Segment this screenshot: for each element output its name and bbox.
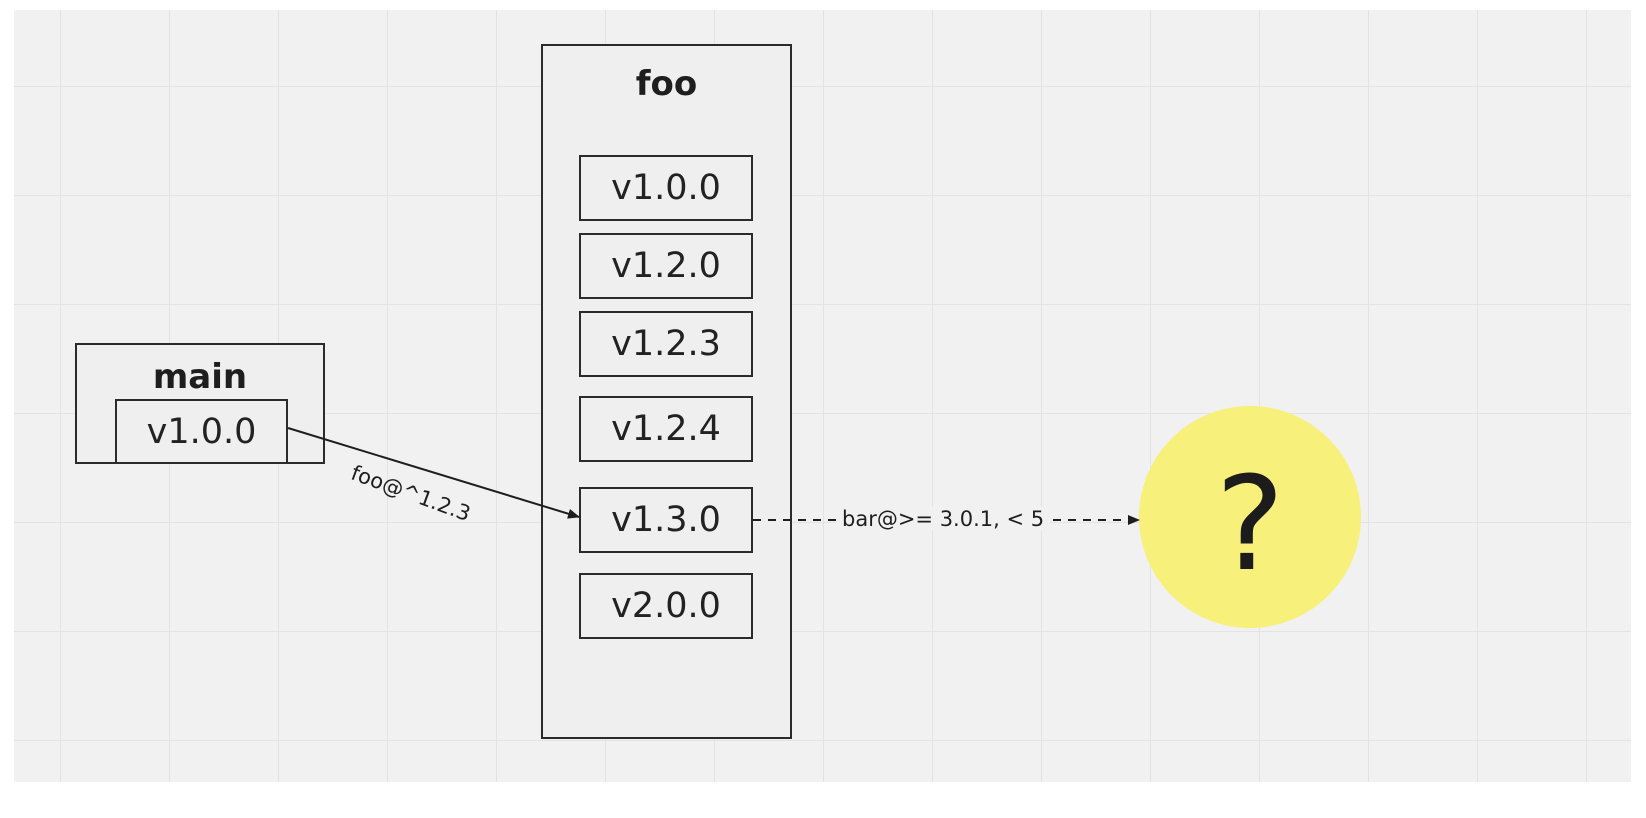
- foo-version-box[interactable]: v2.0.0: [579, 573, 753, 639]
- foo-version-box[interactable]: v1.2.0: [579, 233, 753, 299]
- unknown-dependency-circle[interactable]: ?: [1139, 406, 1361, 628]
- foo-version-box[interactable]: v1.0.0: [579, 155, 753, 221]
- edges-layer: [287, 427, 1140, 525]
- foo-version-box-selected[interactable]: v1.3.0: [579, 487, 753, 553]
- edge-main-to-foo[interactable]: [287, 427, 580, 519]
- main-version-box[interactable]: v1.0.0: [115, 399, 288, 464]
- question-mark: ?: [1215, 448, 1285, 600]
- main-package-title: main: [152, 357, 248, 397]
- edge-label-bar-constraint: bar@>= 3.0.1, < 5: [836, 507, 1051, 531]
- foo-package-title: foo: [635, 64, 698, 104]
- foo-version-box[interactable]: v1.2.3: [579, 311, 753, 377]
- foo-version-box[interactable]: v1.2.4: [579, 396, 753, 462]
- diagram-canvas: main v1.0.0 foo v1.0.0 v1.2.0 v1.2.3 v1.…: [14, 10, 1631, 782]
